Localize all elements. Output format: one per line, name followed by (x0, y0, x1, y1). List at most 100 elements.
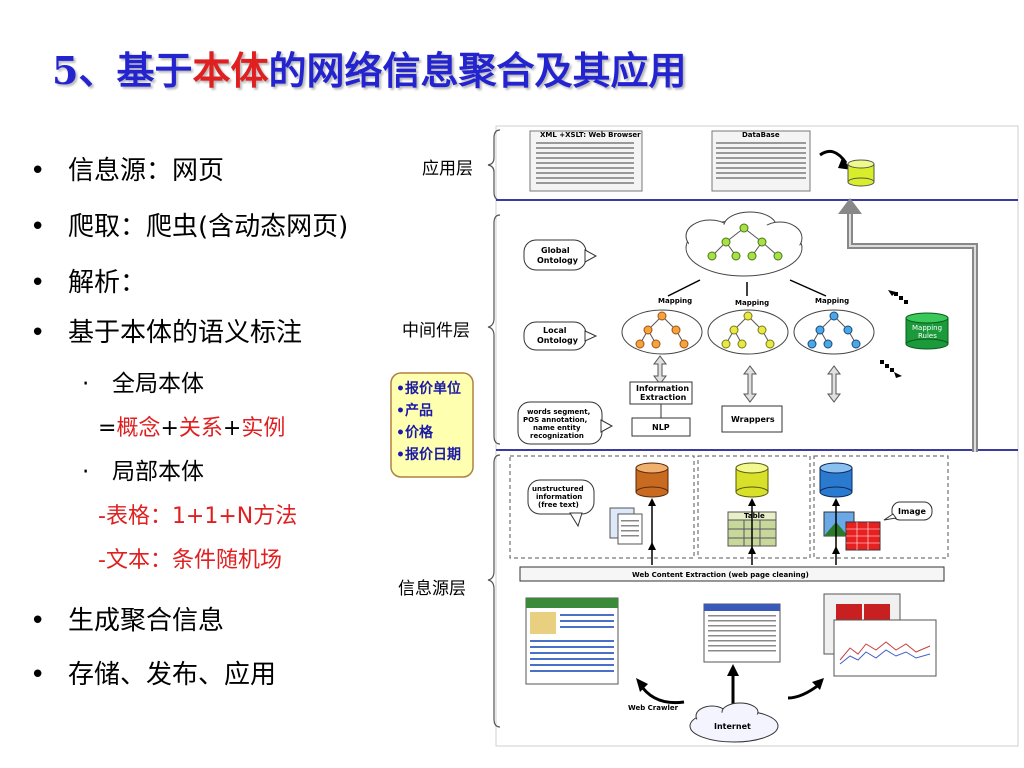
bullet-text: 解析： (68, 268, 147, 298)
database-cylinder-icon (847, 159, 875, 187)
callout-line: Ontology (537, 336, 579, 345)
local-ontology-callout: Local Ontology (523, 321, 598, 351)
browser-window: XML +XSLT: Web Browser (529, 130, 643, 192)
sub-text: 局部本体 (112, 459, 204, 485)
callout-line: Local (543, 326, 567, 335)
bullet-generate: •生成聚合信息 (30, 606, 225, 636)
sub-global-ontology: ·全局本体 (82, 371, 204, 397)
database-title: DataBase (742, 131, 780, 139)
global-ontology-cloud-icon (685, 211, 803, 277)
plus-sign: + (160, 416, 179, 441)
local-ontology-cloud-blue-icon (793, 309, 875, 355)
arrow-head (636, 678, 648, 692)
bullet-text: 生成聚合信息 (68, 606, 225, 636)
brace-source (487, 454, 501, 728)
unstructured-line: information (536, 493, 582, 501)
arrow-head (727, 664, 739, 676)
callout-text: •报价单位 •产品 •价格 •报价日期 (396, 378, 461, 466)
arrow-head (812, 678, 824, 690)
unstructured-line: (free text) (538, 501, 579, 509)
callout-item: •报价单位 (396, 381, 461, 397)
page-title: 5、基于本体的网络信息聚合及其应用 (52, 40, 686, 95)
ontology-formula: =概念+关系+实例 (98, 410, 285, 442)
nlp-box: NLP (631, 417, 691, 437)
picture-icon (823, 511, 881, 551)
callout-shape (390, 372, 474, 478)
table-label: Table (744, 512, 765, 520)
callout-item: •价格 (396, 425, 433, 441)
image-label: Image (898, 507, 926, 516)
mapping-arrows (667, 279, 827, 297)
ie-line: Extraction (640, 393, 687, 402)
sub-text: 全局本体 (112, 371, 204, 397)
bullet-source: •信息源：网页 (30, 156, 225, 186)
image-cylinder-icon (819, 462, 853, 498)
documents-icon (609, 507, 643, 545)
webpage-thumbnail (823, 593, 937, 677)
unstructured-line: unstructured (532, 485, 584, 493)
dashed-arrow-icon (888, 290, 908, 304)
instance-text: 实例 (241, 416, 286, 441)
callout-item: •报价日期 (396, 447, 461, 463)
double-arrow-icon (827, 365, 841, 403)
mapping-rules-line: Mapping (912, 324, 942, 332)
ie-line: Information (636, 384, 689, 393)
information-extraction-box: Information Extraction (629, 381, 693, 405)
internet-label: Internet (714, 722, 751, 731)
callout-line: Ontology (537, 256, 579, 265)
bullet-text: 存储、发布、应用 (68, 660, 277, 690)
bullet-text: 基于本体的语义标注 (68, 318, 303, 348)
nlp-tasks-callout: words segment, POS annotation, name enti… (517, 401, 614, 445)
title-highlight: 本体 (192, 48, 269, 93)
database-window: DataBase (711, 130, 811, 192)
mapping-rules-cylinder-icon: Mapping Rules (905, 312, 949, 350)
bullet-store: •存储、发布、应用 (30, 660, 277, 690)
mapping-label: Mapping (815, 297, 849, 305)
web-content-label: Web Content Extraction (web page cleanin… (632, 571, 809, 579)
local-ontology-cloud-orange-icon (621, 309, 703, 355)
global-ontology-callout: Global Ontology (523, 239, 598, 271)
web-crawler-label: Web Crawler (628, 704, 679, 712)
wrappers-box: Wrappers (721, 405, 783, 433)
wrappers-label: Wrappers (731, 415, 775, 424)
bullet-crawl: •爬取：爬虫(含动态网页) (30, 212, 349, 242)
mapping-rules-line: Rules (918, 332, 937, 340)
up-arrows (651, 504, 837, 565)
double-arrow-icon (743, 365, 757, 403)
task-line: words segment, (527, 408, 590, 416)
layer-label-middle: 中间件层 (402, 321, 470, 341)
brace-app (487, 129, 501, 201)
mapping-label: Mapping (658, 297, 692, 305)
bullet-text: 爬取：爬虫(含动态网页) (68, 212, 349, 242)
table-cylinder-icon (735, 462, 769, 498)
layer-label-source: 信息源层 (398, 579, 466, 599)
arrow-to-db (819, 149, 848, 164)
method-text: -文本：条件随机场 (98, 548, 282, 573)
task-line: recognization (530, 432, 584, 440)
callout-item: •产品 (396, 403, 433, 419)
brace-middle (487, 214, 501, 445)
web-content-extraction-bar: Web Content Extraction (web page cleanin… (519, 566, 945, 582)
field-callout: •报价单位 •产品 •价格 •报价日期 (390, 372, 474, 480)
equals-sign: = (98, 416, 117, 441)
dashed-group-table (697, 455, 811, 559)
nlp-label: NLP (652, 423, 670, 432)
relation-text: 关系 (178, 416, 223, 441)
concept-text: 概念 (116, 416, 161, 441)
dashed-group-text (509, 455, 695, 559)
method-table: -表格：1+1+N方法 (98, 504, 298, 529)
bullet-parse: •解析： (30, 268, 147, 298)
sub-local-ontology: ·局部本体 (82, 459, 204, 485)
title-suffix: 的网络信息聚合及其应用 (268, 48, 687, 93)
browser-title: XML +XSLT: Web Browser (540, 131, 641, 139)
bullet-annotation: •基于本体的语义标注 (30, 318, 303, 348)
layer-label-app: 应用层 (422, 159, 473, 179)
local-ontology-cloud-yellow-icon (707, 309, 789, 355)
dashed-arrow-icon (880, 360, 902, 378)
text-cylinder-icon (635, 462, 669, 498)
unstructured-callout: unstructured information (free text) (527, 479, 595, 528)
task-line: name entity (533, 424, 581, 432)
callout-line: Global (541, 246, 570, 255)
arrow-heads (648, 498, 840, 554)
